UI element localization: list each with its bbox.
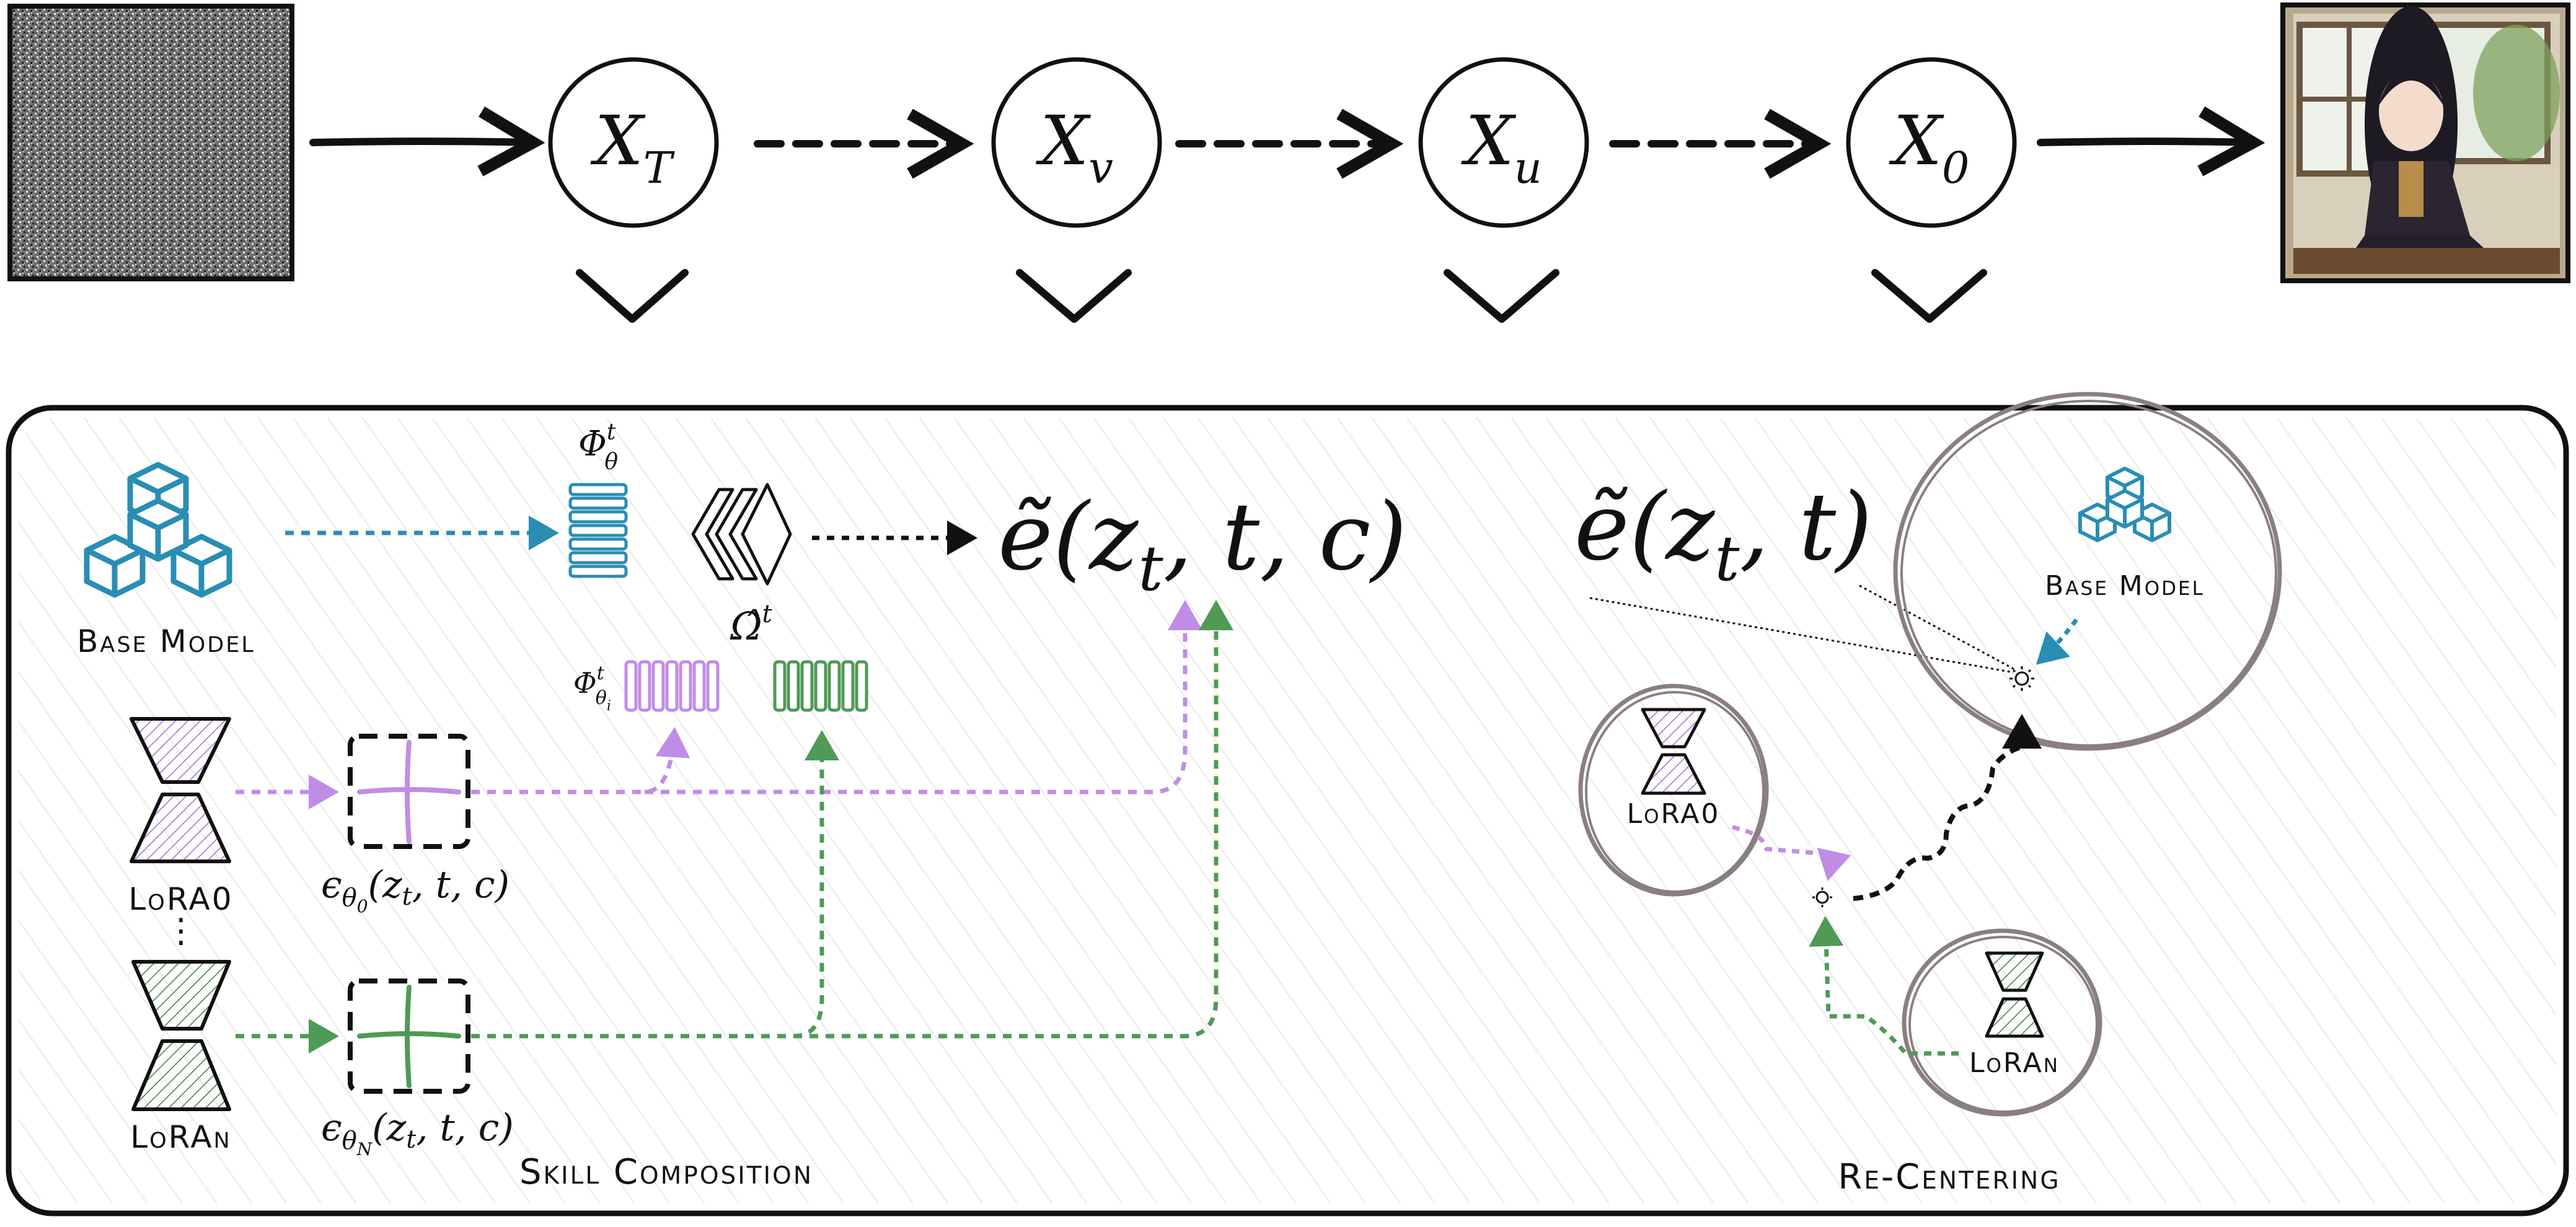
lora0-hourglass-icon (130, 717, 231, 863)
lora0-circle (1578, 684, 1769, 897)
node-x-t-base: X (589, 101, 645, 180)
phi-theta-i-stack-green (773, 660, 868, 712)
loran-circle (1902, 928, 2102, 1117)
skill-composition-caption: Skill Composition (519, 1152, 813, 1192)
node-x-0-sub: 0 (1942, 143, 1970, 193)
chevron-down-icon (1016, 269, 1132, 323)
svg-text:Xv: Xv (1035, 101, 1113, 193)
loran-to-mean-arrow (1809, 916, 1959, 1056)
loran-label: LoRAn (130, 1119, 232, 1155)
lora-ellipsis: ⋮ (164, 911, 198, 950)
base-to-center-arrow (2036, 618, 2078, 665)
right-loran-label: LoRAn (1969, 1047, 2060, 1079)
node-x-v-base: X (1035, 101, 1091, 180)
node-x-0-base: X (1889, 101, 1944, 180)
base-model-label: Base Model (77, 623, 255, 659)
mean-to-center-path (1853, 714, 2042, 901)
bottom-panel (6, 405, 2569, 1216)
chevron-down-icon (1444, 269, 1559, 323)
right-loran-hourglass-icon (1985, 951, 2044, 1038)
loran-hourglass-icon (131, 960, 231, 1111)
base-model-circle (1893, 392, 2282, 751)
aggregation-chevrons-icon (691, 483, 792, 586)
left-output-formula: ẽ(zt, t, c) (998, 483, 1407, 605)
node-x-v-sub: v (1088, 143, 1113, 193)
chevron-down-icon (576, 269, 689, 323)
svg-text:Xu: Xu (1460, 101, 1542, 193)
base-model-cubes-icon (84, 462, 232, 598)
chain-connectors (309, 106, 2265, 179)
lora0-label: LoRA0 (128, 881, 233, 917)
svg-text:XT: XT (589, 101, 674, 193)
omega-hat-label: Ω̂t (730, 600, 772, 649)
node-x-u-base: X (1460, 101, 1516, 180)
center-sun-icon (2009, 666, 2034, 691)
node-x-v: Xv (991, 57, 1162, 228)
node-x-0: X0 (1846, 57, 2017, 228)
chevron-down-icon (1871, 269, 1987, 323)
chevron-down-icons (576, 269, 1987, 323)
svg-text:X0: X0 (1889, 101, 1970, 193)
eps0-box (348, 734, 470, 849)
node-x-u-sub: u (1514, 143, 1542, 193)
pointer-lines (1589, 584, 2015, 674)
eps0-formula: ϵθ0(zt, t, c) (321, 863, 509, 917)
green-flow-arrows (471, 600, 1233, 1039)
phi-theta-stack (568, 483, 628, 578)
generated-image (2280, 2, 2570, 283)
re-centering-caption: Re-Centering (1838, 1157, 2060, 1197)
lora0-to-mean-arrow (1732, 825, 1851, 881)
mean-point-icon (1812, 887, 1832, 907)
node-x-t: XT (548, 57, 719, 228)
epsN-formula: ϵθN(zt, t, c) (321, 1106, 514, 1159)
base-model-cubes-icon-right (2078, 467, 2171, 542)
right-lora0-label: LoRA0 (1627, 798, 1721, 830)
node-x-t-sub: T (643, 143, 675, 193)
right-output-formula: ẽ(zt, t) (1574, 473, 1872, 595)
node-x-u: Xu (1418, 57, 1589, 228)
right-lora0-hourglass-icon (1641, 708, 1706, 795)
epsN-box (348, 979, 470, 1094)
right-base-model-label: Base Model (2045, 570, 2205, 602)
noise-image (7, 4, 294, 281)
purple-flow-arrows (471, 600, 1202, 794)
phi-theta-i-stack-purple (624, 660, 720, 712)
